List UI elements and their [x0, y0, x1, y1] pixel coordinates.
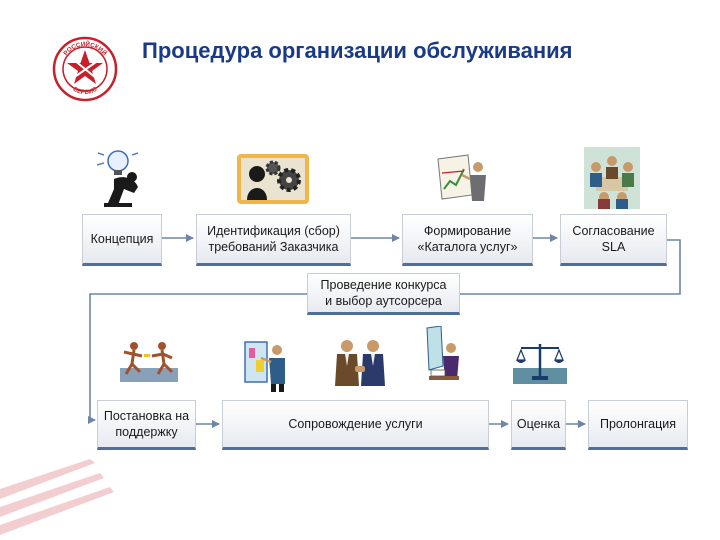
writer-icon [426, 326, 459, 380]
step-assessment: Оценка [511, 400, 566, 450]
connector-sla-tender [460, 239, 681, 295]
step-support: Постановка на поддержку [97, 400, 196, 450]
step-concept: Концепция [82, 214, 162, 266]
star-seal-logo: РОССИЙСКИЙ СЕРВИС [52, 36, 118, 102]
decorative-stripes [0, 459, 114, 535]
painter-icon [244, 341, 285, 392]
step-catalog: Формирование «Каталога услуг» [402, 214, 533, 266]
idea-person-icon [96, 150, 139, 207]
svg-text:СЕРВИС: СЕРВИС [72, 86, 99, 97]
step-maintenance: Сопровождение услуги [222, 400, 489, 450]
scales-icon [513, 338, 567, 384]
page-title: Процедура организации обслуживания [142, 38, 573, 63]
step-prolongation: Пролонгация [588, 400, 688, 450]
gears-people-icon [237, 154, 309, 204]
step-tender: Проведение конкурса и выбор аутсорсера [307, 273, 460, 315]
step-requirements: Идентификация (сбор) требований Заказчик… [196, 214, 351, 266]
step-sla: Согласование SLA [560, 214, 667, 266]
meeting-icon [584, 147, 640, 209]
handshake-icon [335, 340, 385, 386]
arrow-tender-support [88, 293, 307, 424]
relay-runners-icon [120, 342, 178, 382]
presentation-icon [437, 154, 486, 201]
